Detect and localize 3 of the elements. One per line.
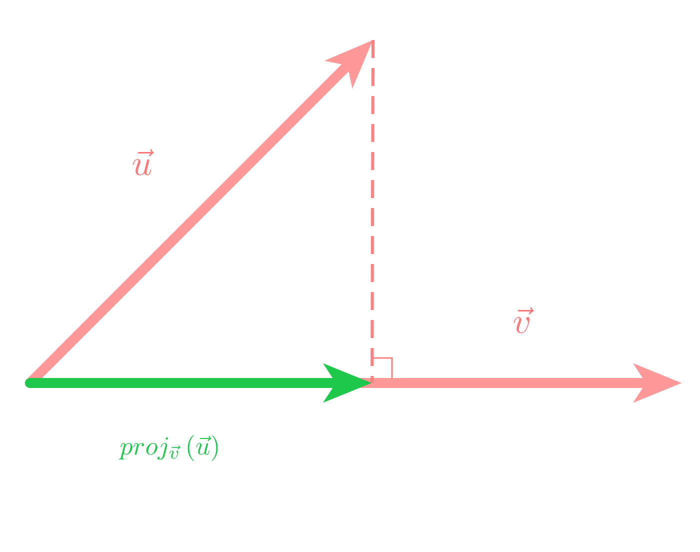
- vector-label: $proj_{\vec{v}}\,(\vec{u})$: [118, 435, 218, 462]
- vector-label: $\vec{u}$: [132, 149, 154, 176]
- vector-label: $\vec{v}$: [514, 307, 534, 334]
